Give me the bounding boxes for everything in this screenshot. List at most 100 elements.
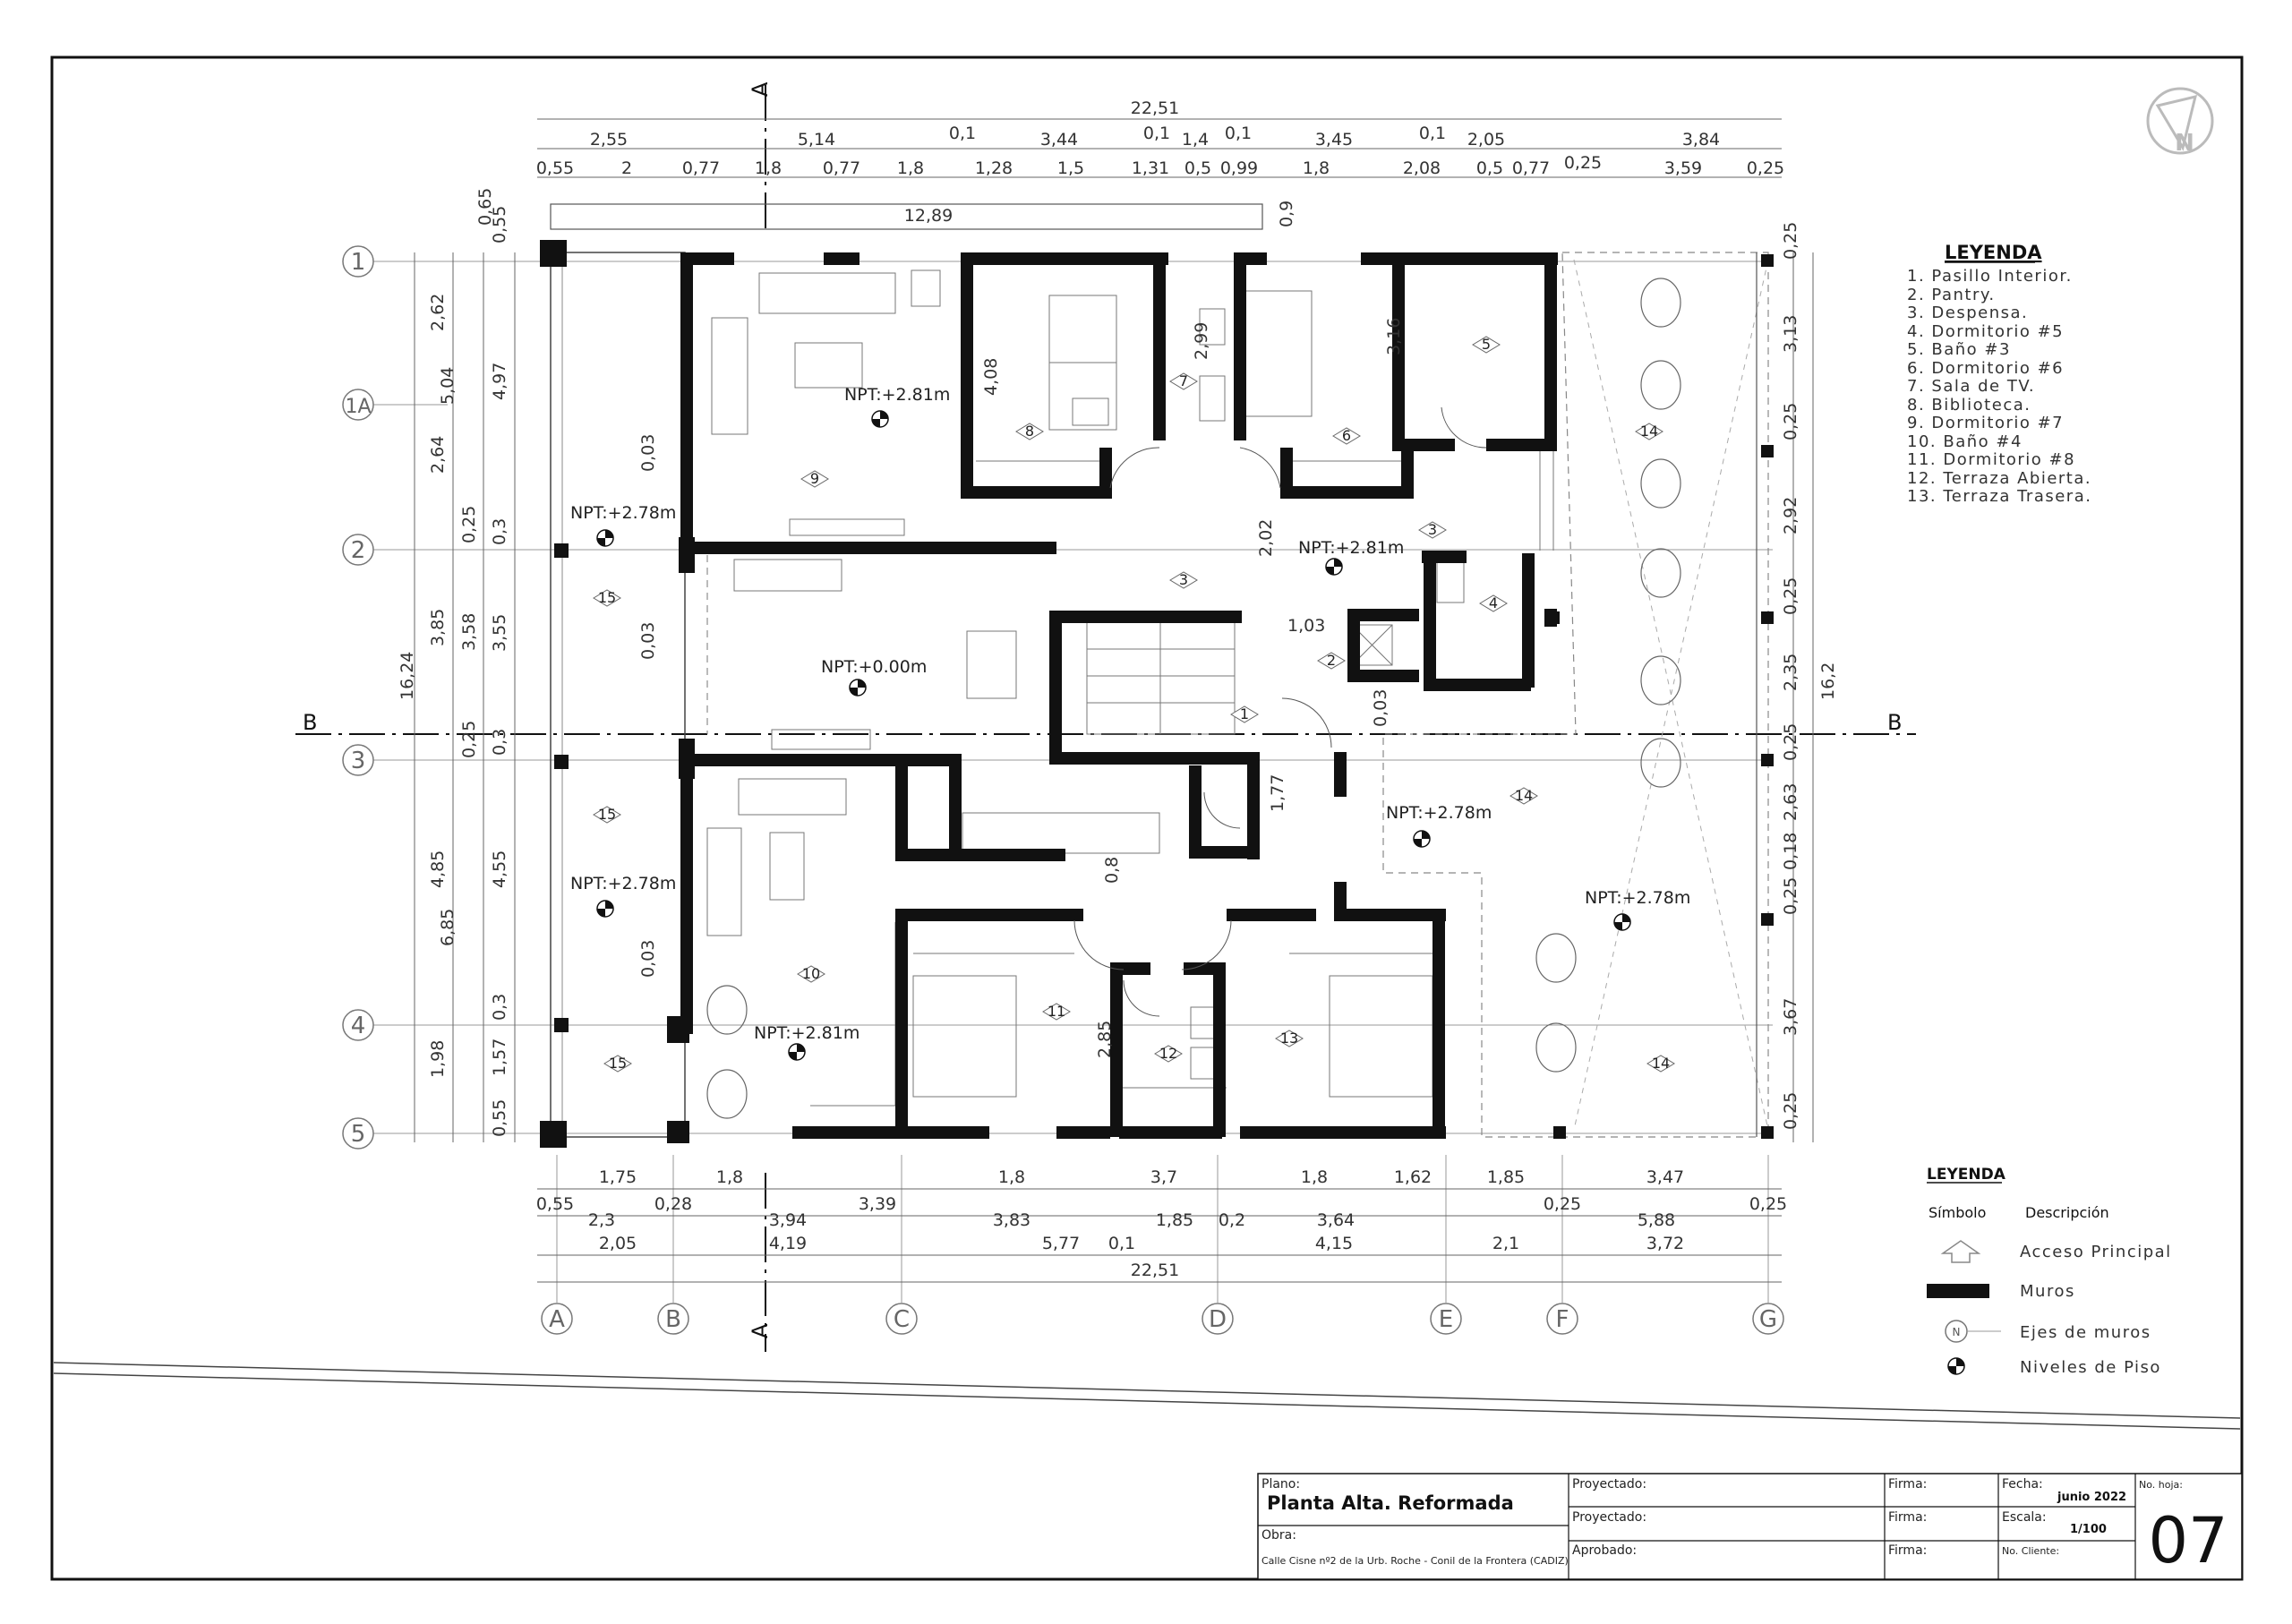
dim-label: 1,98 (428, 1040, 448, 1078)
column (1761, 1126, 1774, 1139)
tb-firma-2: Firma: (1888, 1510, 1927, 1525)
wall (895, 849, 958, 861)
wall (1424, 679, 1531, 691)
dim-label: 5,77 (1042, 1234, 1080, 1253)
dining-table (966, 630, 1017, 699)
dim-label: 3,13 (1781, 315, 1800, 353)
wall (689, 542, 1056, 554)
axis-label-col: E (1439, 1306, 1453, 1333)
wall (1422, 551, 1467, 563)
room-number: 14 (1515, 787, 1533, 804)
tb-hoja-value: 07 (2148, 1504, 2228, 1577)
wall (1119, 1126, 1222, 1139)
axis-label-col: C (894, 1306, 910, 1333)
dim-label: 0,25 (1564, 153, 1602, 173)
wall (895, 754, 958, 766)
dim-label: 0,1 (949, 124, 976, 143)
room-number: 10 (802, 965, 820, 982)
dim-label: 2,08 (1403, 158, 1441, 178)
wall (1334, 909, 1446, 921)
washbasin (1072, 397, 1109, 426)
dim-label: 3,16 (1384, 318, 1404, 355)
column (1761, 913, 1774, 926)
access-arrow-icon (1940, 1240, 1981, 1263)
dim-label: 3,83 (993, 1210, 1031, 1230)
dim-label: 2,99 (1192, 322, 1211, 360)
legend-item: 10. Baño #4 (1907, 432, 2023, 451)
axis-label-col: F (1556, 1306, 1569, 1333)
dim-label: 0,3 (490, 994, 509, 1021)
wall (1392, 252, 1405, 445)
dim-label: 0,03 (638, 622, 658, 660)
section-mark-a-bottom: A (748, 1323, 773, 1338)
dim-label: 0,28 (654, 1194, 692, 1214)
section-mark-a-top: A (748, 81, 773, 97)
axis-label-col: G (1759, 1306, 1777, 1333)
terrace-diagonal (1573, 259, 1769, 1131)
dim-label: 1,31 (1132, 158, 1169, 178)
armchair (911, 269, 941, 307)
dim-label: 1,03 (1287, 616, 1325, 636)
wall (895, 754, 908, 861)
dim-label: 1,5 (1057, 158, 1084, 178)
wall (1280, 448, 1293, 499)
tb-obra-label: Obra: (1261, 1528, 1296, 1543)
dim-label: 0,25 (1749, 1194, 1787, 1214)
column (1761, 754, 1774, 766)
dim-right-near: 0,25 3,13 0,25 2,92 0,25 2,35 0,25 2,63 … (1781, 222, 1800, 1130)
level-marker (849, 679, 867, 697)
dim-label: 3,55 (490, 614, 509, 652)
level-text: NPT:+2.81m (754, 1023, 860, 1043)
dim-label: 0,5 (1184, 158, 1211, 178)
tb-proyectado-2: Proyectado: (1572, 1510, 1646, 1525)
room-number: 1 (1240, 705, 1249, 722)
wall (689, 754, 895, 766)
dim-label: 0,1 (1143, 124, 1170, 143)
dim-label: 3,67 (1781, 998, 1800, 1036)
wall (949, 849, 1065, 861)
wall (1361, 252, 1558, 265)
column (540, 1121, 567, 1148)
room-number: 3 (1428, 521, 1437, 538)
axis-label-row: 1A (345, 396, 371, 418)
wall (1432, 909, 1445, 1137)
dim-label: 0,1 (1108, 1234, 1135, 1253)
dim-label: 3,64 (1317, 1210, 1355, 1230)
dim-label: 0,1 (1419, 124, 1446, 143)
level-marker (871, 410, 889, 428)
level-marker (596, 900, 614, 918)
dim-left-total: 16,24 (398, 652, 417, 700)
dim-label: 3,44 (1040, 130, 1078, 150)
sheet-diagonal-line (53, 1372, 2241, 1430)
tb-hoja-label: No. hoja: (2139, 1479, 2183, 1491)
tb-plano-label: Plano: (1261, 1477, 1300, 1492)
dim-label: 0,25 (1781, 403, 1800, 440)
axis-label-row: 1 (351, 249, 366, 276)
dim-label: 2,62 (428, 294, 448, 331)
wall (1544, 252, 1557, 451)
wall (679, 739, 695, 779)
north-arrow: N (2146, 87, 2214, 157)
room-number: 2 (1327, 652, 1336, 669)
level-text: NPT:+2.78m (1386, 803, 1492, 823)
dim-top-total: 22,51 (1131, 98, 1179, 118)
wall (1334, 882, 1347, 913)
dim-label: 0,03 (638, 940, 658, 978)
axis-bubble (1202, 1303, 1234, 1335)
dim-label: 3,47 (1646, 1167, 1684, 1187)
legend-item: Acceso Principal (2020, 1243, 2172, 1261)
dim-label: 4,08 (981, 358, 1001, 396)
wall (1347, 609, 1419, 621)
legend-col-symbol: Símbolo (1929, 1204, 1986, 1221)
dim-right-total: 16,2 (1818, 662, 1838, 700)
dim-label: 0,3 (490, 729, 509, 756)
dim-label: 0,25 (459, 506, 479, 543)
dim-label: 1,57 (490, 1039, 509, 1076)
axis-label-row: 2 (351, 537, 366, 564)
bench (771, 729, 871, 750)
grid-axes (369, 261, 1773, 1303)
dim-label: 3,72 (1646, 1234, 1684, 1253)
door-swings (1073, 406, 1487, 1017)
wall (680, 743, 693, 1034)
dim-label: 0,55 (536, 1194, 574, 1214)
